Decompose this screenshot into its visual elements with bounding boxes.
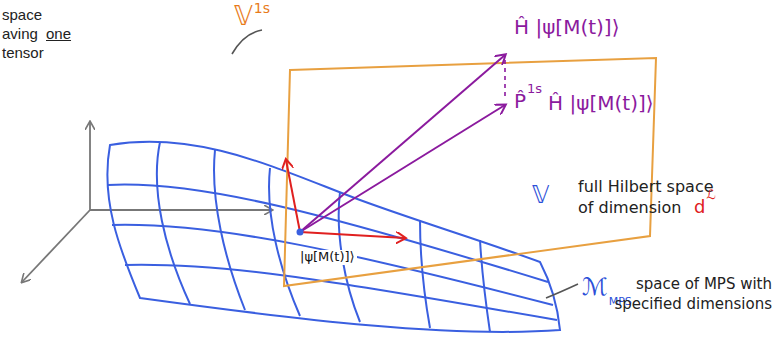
note-text: tensor — [2, 44, 44, 61]
projection-dashes — [504, 60, 506, 100]
manifold-symbol: ℳ — [582, 274, 608, 302]
note-text: of dimension — [578, 199, 681, 217]
space-symbol: 𝕍 — [532, 182, 549, 210]
tangent-plane — [284, 58, 656, 286]
h-psi-vector — [300, 55, 505, 232]
state-label: |ψ[M(t)]⟩ — [298, 250, 357, 265]
vector-label: Ĥ |ψ[M(t)]⟩ — [548, 92, 653, 115]
tangent-vector — [300, 232, 405, 238]
coordinate-axes — [22, 122, 272, 282]
tangent-vector — [286, 160, 300, 232]
note-text: space — [2, 6, 42, 23]
leader-curve — [546, 284, 578, 298]
note-text: full Hilbert space — [578, 178, 714, 196]
note-text: aving — [2, 25, 38, 42]
superscript: 1s — [527, 82, 542, 97]
note-text: specified dimensions — [615, 296, 772, 313]
operator-label: P̂ — [514, 90, 526, 113]
superscript: ℒ — [706, 188, 715, 203]
leader-curve — [232, 30, 262, 54]
note-text: space of MPS with — [636, 276, 772, 293]
mps-manifold — [107, 142, 560, 332]
space-symbol: 𝕍 — [234, 2, 253, 32]
state-point — [297, 229, 304, 236]
vector-label: Ĥ |ψ[M(t)]⟩ — [514, 16, 619, 39]
superscript: 1s — [254, 0, 270, 16]
dimension-symbol: d — [694, 197, 705, 218]
note-text: one — [46, 25, 71, 42]
projected-vector — [300, 105, 505, 232]
